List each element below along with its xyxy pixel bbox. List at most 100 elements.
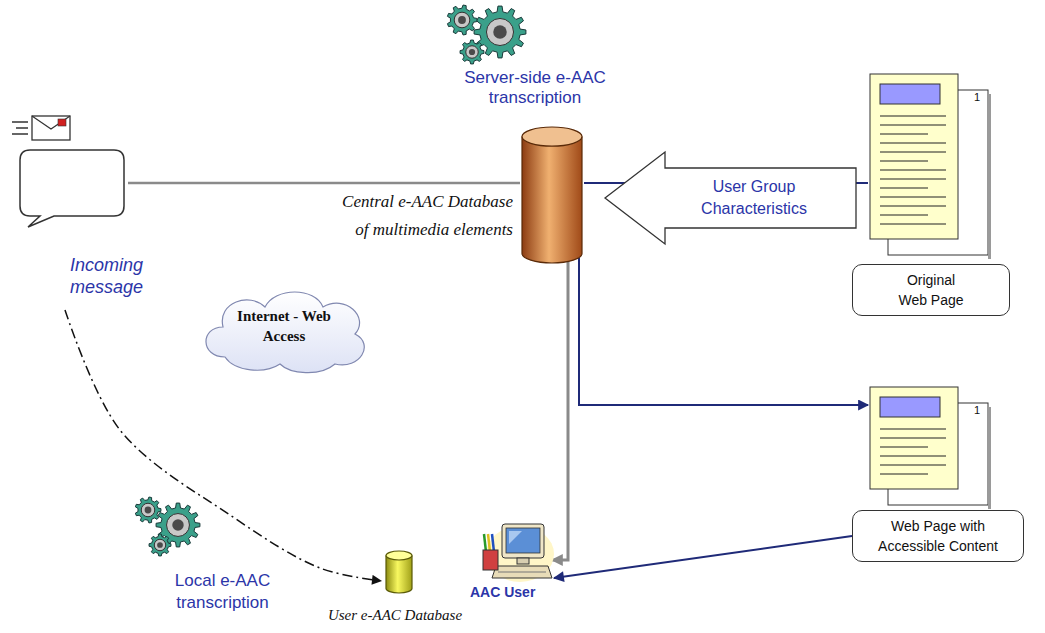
- label-box: 1: [970, 91, 984, 103]
- page-icon: [880, 178, 946, 179]
- gear-icon: [458, 16, 466, 24]
- envelope-icon: [12, 121, 28, 123]
- gear-icon: [135, 497, 200, 556]
- gear-icon: [172, 519, 183, 530]
- envelope-icon: [58, 119, 66, 126]
- page-icon: [880, 133, 928, 134]
- page-icon: [880, 464, 946, 465]
- database-node: User e-AAC Database: [300, 550, 490, 628]
- gear-icon: [145, 507, 152, 514]
- gear-icon: [141, 503, 155, 517]
- page-icon: [880, 437, 946, 438]
- text-area: User e-AAC Database: [300, 550, 490, 624]
- computer-icon: [492, 534, 494, 552]
- computer-icon: [509, 531, 522, 544]
- page-icon: [880, 214, 928, 215]
- computer-icon: [498, 572, 546, 573]
- envelope-icon: [12, 133, 28, 135]
- connector: [552, 261, 568, 560]
- page-icon: [880, 169, 946, 170]
- speech-bubble: [18, 148, 128, 230]
- node-label: Internet - Web Access: [227, 306, 341, 346]
- node-label: User e-AAC Database: [300, 606, 490, 624]
- computer-icon: [488, 534, 490, 552]
- gear-icon: [493, 25, 507, 39]
- gear-icon: [167, 514, 190, 537]
- message-bubble: Incoming message: [12, 86, 152, 306]
- gear-icon: [454, 12, 470, 28]
- database-cylinder: [520, 126, 584, 264]
- database-node: Central e-AAC Database of multimedia ele…: [280, 126, 585, 266]
- node-label: Central e-AAC Database of multimedia ele…: [333, 188, 513, 244]
- page-icon: [880, 473, 928, 474]
- user-node: AAC User: [462, 520, 557, 610]
- connector: [128, 182, 520, 185]
- block-arrow: User Group Characteristics: [603, 150, 859, 246]
- node-label: Incoming message: [70, 254, 152, 298]
- process-label: Server-side e-AAC transcription: [455, 68, 615, 108]
- envelope-icon: [12, 116, 70, 140]
- page-icon: [880, 205, 946, 206]
- web-page-node: Original Web Page: [852, 70, 1017, 325]
- node-label: Original Web Page: [895, 270, 967, 310]
- computer-icon: [502, 524, 544, 558]
- page-icon: [880, 160, 928, 161]
- page-icon: [880, 84, 940, 104]
- page-icon: [880, 428, 946, 429]
- page-icon: [880, 446, 928, 447]
- database-cylinder: [386, 556, 412, 594]
- text-area: Internet - Web Access: [195, 282, 373, 346]
- page-number: 1: [970, 404, 984, 416]
- gear-icon: [486, 18, 513, 45]
- page-number: 1: [970, 91, 984, 103]
- page-icon: [880, 115, 946, 116]
- node-label: User Group Characteristics: [669, 176, 839, 220]
- page-icon: [988, 407, 991, 509]
- label-box: Server-side e-AAC transcription: [455, 68, 615, 108]
- page-icon: [880, 151, 946, 152]
- text-area: Central e-AAC Database of multimedia ele…: [280, 126, 585, 244]
- gear-icon: [154, 539, 165, 550]
- computer-icon: [517, 558, 529, 564]
- page-icon: [870, 74, 958, 239]
- page-icon: [868, 385, 992, 507]
- page-icon: [870, 387, 958, 489]
- page-icon: [880, 223, 946, 224]
- computer-icon: [506, 528, 540, 553]
- database-cylinder: [386, 551, 412, 560]
- gear-icon: [149, 534, 171, 556]
- block-arrow: [603, 150, 859, 246]
- cloud: [206, 292, 364, 373]
- gear-icon: [460, 40, 484, 64]
- gear-icon: [466, 46, 478, 58]
- text-area: Incoming message: [12, 86, 152, 298]
- rounded-box: Web Page with Accessible Content: [852, 510, 1024, 562]
- label-box: Local e-AAC transcription: [165, 570, 280, 614]
- page-icon: [880, 455, 946, 456]
- page-icon: [868, 72, 992, 257]
- gear-icon: [135, 497, 161, 523]
- connector: [554, 536, 852, 578]
- connector: [579, 258, 868, 405]
- envelope-icon: [16, 127, 28, 129]
- computer-icon: [482, 520, 552, 584]
- computer-icon: [484, 534, 486, 552]
- database-cylinder: [522, 127, 582, 146]
- computer-icon: [492, 566, 552, 578]
- page-icon: [880, 187, 928, 188]
- process-label: Local e-AAC transcription: [165, 570, 280, 614]
- web-page-node: Web Page with Accessible Content: [852, 383, 1027, 578]
- rounded-box: Original Web Page: [852, 264, 1010, 316]
- page-icon: [880, 397, 940, 417]
- envelope-icon: [32, 116, 70, 129]
- gear-icon: [469, 49, 475, 55]
- database-cylinder: [384, 550, 414, 594]
- text-area: AAC User: [462, 520, 557, 601]
- label-box: 1: [970, 404, 984, 416]
- page-icon: [880, 142, 946, 143]
- page-icon: [880, 124, 946, 125]
- envelope-icon: [32, 116, 70, 140]
- database-cylinder: [522, 137, 582, 263]
- speech-bubble: [20, 150, 124, 227]
